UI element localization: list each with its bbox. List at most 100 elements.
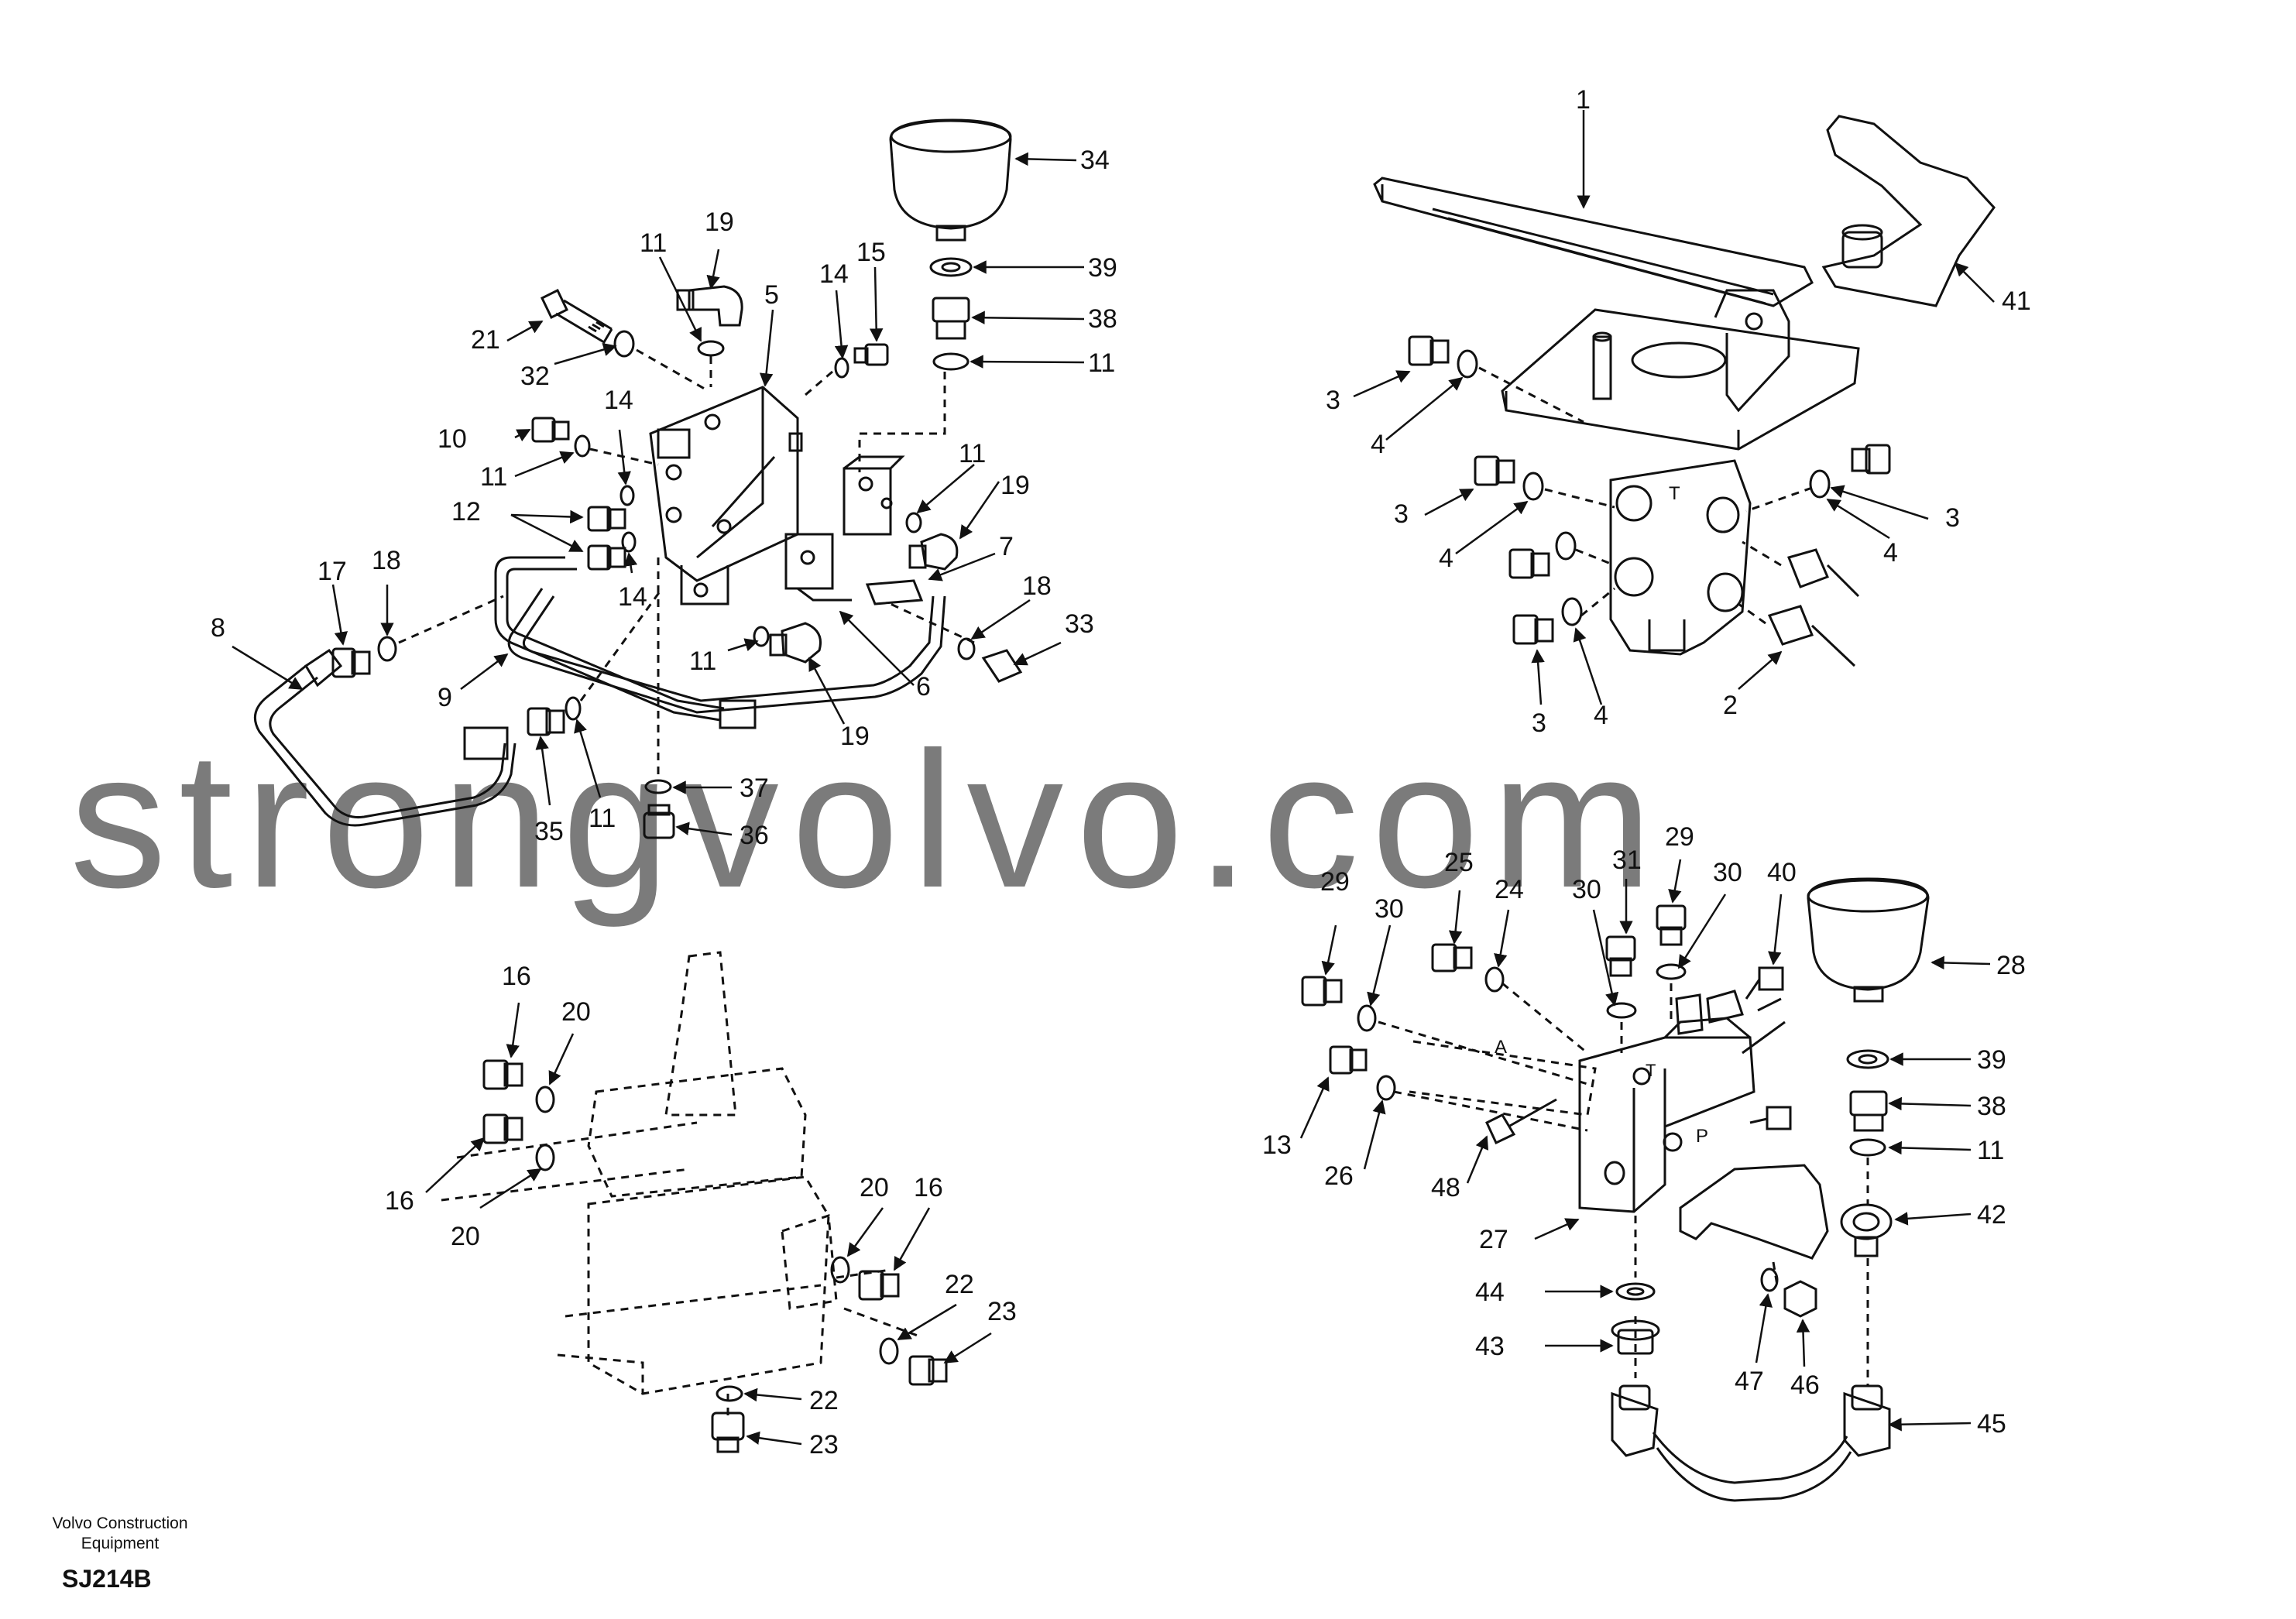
fitting-16c (858, 1270, 900, 1301)
callout-36: 36 (740, 821, 769, 850)
callout-11: 11 (640, 228, 667, 258)
callout-48: 48 (1431, 1173, 1460, 1202)
callout-2: 2 (1723, 691, 1738, 720)
valve-block-27 (1578, 990, 1786, 1213)
callout-35: 35 (534, 817, 564, 846)
leader-lines (232, 110, 1995, 1446)
nut-46 (1783, 1280, 1817, 1318)
callout-14: 14 (819, 259, 849, 289)
callout-45: 45 (1977, 1409, 2006, 1439)
callout-30: 30 (1713, 858, 1742, 887)
callout-17: 17 (317, 557, 347, 586)
elbow-19-bottom (769, 622, 822, 664)
plug-43 (1611, 1319, 1660, 1355)
fitting-31 (1605, 935, 1636, 977)
accumulator-34 (889, 118, 1012, 242)
callout-37: 37 (740, 773, 769, 803)
callout-3: 3 (1532, 708, 1546, 738)
callout-4: 4 (1594, 701, 1608, 730)
callout-34: 34 (1080, 146, 1110, 175)
fitting-3d (1512, 614, 1554, 645)
bolt-21 (541, 288, 613, 345)
callout-11: 11 (1977, 1136, 2004, 1165)
callout-11: 11 (480, 462, 507, 492)
o-ring-11 (932, 352, 970, 371)
callout-14: 14 (618, 582, 647, 612)
callout-25: 25 (1444, 848, 1474, 877)
o-ring-37 (644, 779, 672, 794)
washer-44 (1615, 1282, 1656, 1301)
callout-7: 7 (999, 532, 1014, 561)
callout-14: 14 (604, 386, 633, 415)
callout-10: 10 (438, 424, 467, 454)
tube-7 (507, 579, 946, 714)
callout-4: 4 (1883, 538, 1898, 568)
port-label-a: A (1495, 1037, 1507, 1058)
fitting-3a (1408, 335, 1450, 366)
tube-45 (1611, 1384, 1891, 1502)
pressure-switch-2 (1767, 548, 1860, 667)
callout-numbers: 34 19 11 14 15 39 38 11 5 21 32 10 11 14… (211, 85, 2031, 1460)
callout-44: 44 (1475, 1278, 1505, 1307)
washer-39 (929, 257, 973, 277)
valve-block-assembly (253, 118, 1023, 839)
pilot-valve-body (1609, 459, 1752, 656)
callout-41: 41 (2002, 286, 2031, 316)
callout-9: 9 (438, 683, 452, 712)
callout-28: 28 (1996, 951, 2026, 980)
fitting-17 (331, 647, 371, 678)
callout-39: 39 (1977, 1045, 2006, 1075)
callout-47: 47 (1735, 1367, 1764, 1396)
callout-33: 33 (1065, 609, 1094, 639)
callout-21: 21 (471, 325, 500, 355)
fitting-29b (1656, 904, 1687, 946)
fitting-29a (1301, 976, 1343, 1007)
fitting-12 (587, 506, 626, 571)
manufacturer-line-1: Volvo Construction (52, 1514, 188, 1532)
accumulator-valve-assembly (1301, 877, 1930, 1502)
callout-40: 40 (1767, 858, 1797, 887)
callout-26: 26 (1324, 1161, 1354, 1191)
accumulator-28 (1807, 877, 1930, 1003)
manufacturer-line-2: Equipment (81, 1535, 160, 1552)
callout-5: 5 (764, 280, 779, 310)
callout-4: 4 (1371, 430, 1385, 459)
callout-16: 16 (502, 962, 531, 991)
bracket-41 (1821, 115, 1996, 307)
callout-38: 38 (1977, 1092, 2006, 1121)
callout-1: 1 (1576, 85, 1591, 115)
callout-13: 13 (1262, 1130, 1292, 1160)
callout-46: 46 (1790, 1370, 1820, 1400)
fitting-23b (711, 1411, 745, 1453)
fitting-3e (1851, 444, 1891, 475)
callout-22: 22 (945, 1270, 974, 1299)
fitting-10 (531, 417, 570, 443)
callout-42: 42 (1977, 1200, 2006, 1230)
callout-3: 3 (1945, 503, 1960, 533)
callout-43: 43 (1475, 1332, 1505, 1361)
callout-20: 20 (860, 1173, 889, 1202)
washer-32 (613, 330, 635, 358)
foot-pedal-assembly (1373, 115, 1996, 667)
callout-39: 39 (1088, 253, 1117, 283)
elbow-19 (676, 285, 743, 357)
callout-19: 19 (705, 208, 734, 237)
watermark: strongvolvo.com (70, 712, 1665, 928)
fitting-3b (1474, 455, 1515, 486)
callout-24: 24 (1495, 875, 1524, 904)
callout-27: 27 (1479, 1225, 1508, 1254)
pump-ghost-assembly (441, 951, 948, 1453)
adapter-38 (932, 297, 970, 340)
valve-body-5 (649, 386, 803, 582)
sensor-33 (957, 637, 1023, 683)
manufacturer-label: Volvo Construction Equipment (31, 1514, 209, 1554)
callout-18: 18 (1022, 571, 1052, 601)
callout-11: 11 (589, 804, 616, 833)
callout-20: 20 (561, 997, 591, 1027)
fitting-16b (482, 1113, 523, 1144)
callout-16: 16 (914, 1173, 943, 1202)
washer-47 (1760, 1267, 1779, 1292)
callout-3: 3 (1394, 499, 1409, 529)
washer-39b (1846, 1049, 1889, 1069)
